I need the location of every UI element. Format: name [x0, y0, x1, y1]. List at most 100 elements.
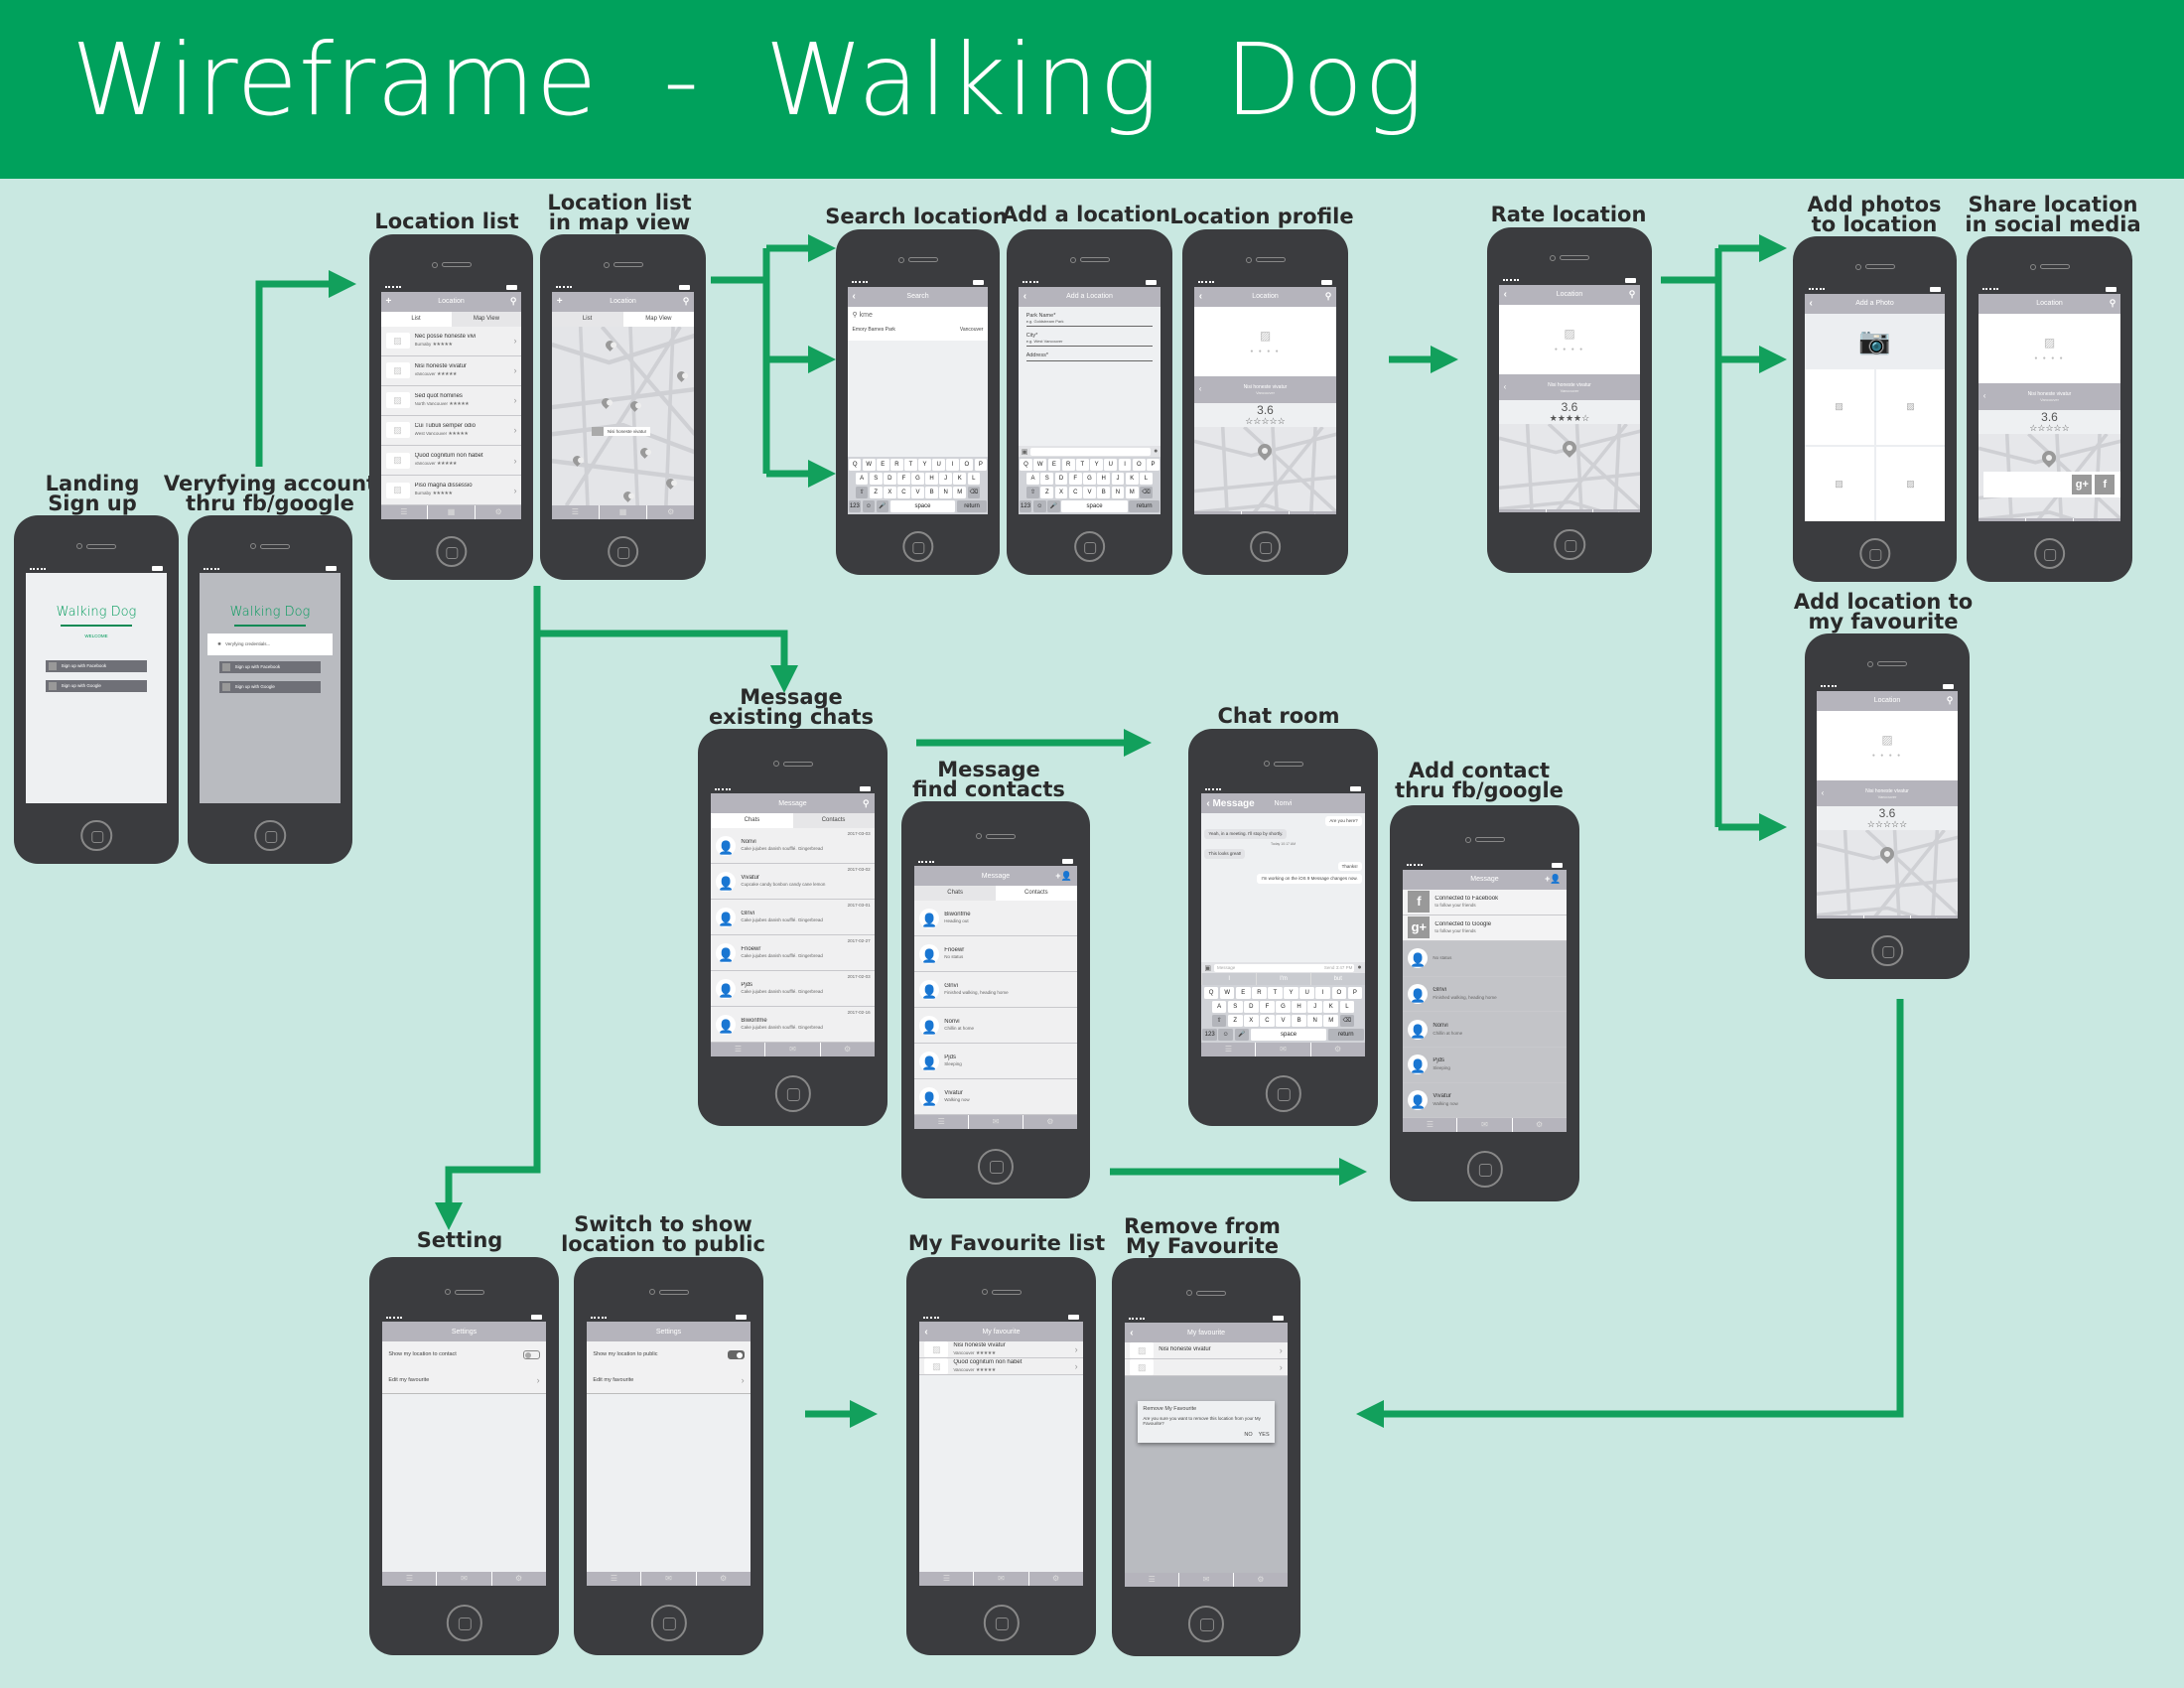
key[interactable]: I: [946, 459, 959, 472]
key[interactable]: W: [1219, 987, 1235, 999]
key-space[interactable]: space: [1061, 500, 1128, 513]
camera-icon[interactable]: 📷: [1804, 313, 1946, 370]
list-item[interactable]: 👤No status: [1403, 940, 1567, 977]
key[interactable]: B: [1097, 487, 1111, 499]
key[interactable]: J: [939, 473, 952, 486]
dialog-yes-button[interactable]: YES: [1258, 1432, 1270, 1439]
key[interactable]: Q: [1203, 987, 1219, 999]
home-button[interactable]: [80, 819, 112, 852]
star-icon[interactable]: ☆: [1581, 413, 1590, 424]
photo-carousel[interactable]: ▨● ● ● ●: [1193, 306, 1337, 376]
tab-list[interactable]: List: [411, 315, 421, 322]
menu-icon[interactable]: ☰: [610, 1573, 617, 1583]
key[interactable]: N: [1111, 487, 1125, 499]
tab-contacts[interactable]: Contacts: [792, 813, 875, 828]
key[interactable]: W: [862, 459, 876, 472]
suggestion[interactable]: I'm: [1256, 973, 1310, 985]
key-dictation[interactable]: 🎤: [1047, 500, 1060, 513]
form-field[interactable]: Park Name*e.g. Goldstream Park: [1025, 313, 1154, 327]
home-button[interactable]: [1554, 528, 1585, 561]
key[interactable]: Y: [1090, 459, 1103, 472]
key-dictation[interactable]: 🎤: [876, 500, 889, 513]
key[interactable]: M: [1125, 487, 1139, 499]
key[interactable]: E: [1235, 987, 1251, 999]
home-button[interactable]: [983, 1605, 1020, 1641]
star-rating-input[interactable]: ★★★★☆: [1499, 413, 1641, 424]
photo-icon[interactable]: ▣: [1817, 915, 1863, 919]
key[interactable]: V: [1276, 1015, 1291, 1027]
star-icon[interactable]: ★: [1565, 413, 1574, 424]
star-icon[interactable]: ☆: [1882, 819, 1892, 830]
google-signup-button[interactable]: Sign up with Google: [45, 679, 148, 692]
suggestion[interactable]: I: [1201, 973, 1256, 985]
key[interactable]: H: [1292, 1001, 1306, 1013]
settings-icon[interactable]: ⚙: [646, 505, 694, 520]
key[interactable]: V: [911, 487, 924, 499]
key[interactable]: ⌫: [967, 487, 981, 499]
home-button[interactable]: [607, 535, 639, 568]
tab-chats[interactable]: Chats: [744, 817, 760, 823]
nav-right-button[interactable]: ⚲: [509, 296, 517, 307]
message-icon[interactable]: ✉: [1255, 1043, 1309, 1056]
nav-right-button[interactable]: +👤: [1545, 874, 1562, 885]
star-rating-input[interactable]: ☆☆☆☆☆: [1194, 416, 1337, 427]
key[interactable]: R: [1061, 459, 1075, 472]
key[interactable]: P: [1147, 459, 1160, 472]
key-space[interactable]: space: [889, 500, 956, 513]
location-map[interactable]: [1193, 426, 1337, 512]
nav-left-button[interactable]: ‹: [1809, 298, 1813, 310]
tab-map-view[interactable]: Map View: [451, 311, 522, 327]
settings-icon[interactable]: ⚙: [1232, 1572, 1288, 1587]
key[interactable]: A: [1026, 473, 1039, 486]
home-button[interactable]: [446, 1605, 482, 1641]
key[interactable]: F: [1260, 1001, 1275, 1013]
key[interactable]: Y: [918, 459, 931, 472]
key[interactable]: L: [1140, 473, 1153, 486]
nav-left-button[interactable]: +: [385, 296, 392, 308]
home-button[interactable]: [901, 531, 934, 563]
add-image-icon[interactable]: ▨: [1804, 369, 1874, 445]
settings-icon[interactable]: ⚙: [695, 1571, 751, 1586]
key-numbers[interactable]: 123: [1202, 1029, 1217, 1041]
key[interactable]: G: [1276, 1001, 1291, 1013]
home-button[interactable]: [1187, 1606, 1225, 1642]
list-item[interactable]: ▨ ›: [1125, 1359, 1288, 1377]
key[interactable]: F: [897, 473, 910, 486]
key[interactable]: A: [1211, 1001, 1227, 1013]
star-icon[interactable]: ★: [1549, 413, 1558, 424]
key[interactable]: H: [925, 473, 938, 486]
key[interactable]: ⌫: [1339, 1015, 1355, 1027]
add-image-icon[interactable]: ▨: [1875, 446, 1946, 522]
settings-icon[interactable]: ⚙: [1511, 1118, 1567, 1133]
home-button[interactable]: [435, 536, 468, 568]
photo-icon[interactable]: ▣: [1979, 518, 2025, 521]
key[interactable]: X: [884, 487, 896, 499]
key[interactable]: F: [1068, 473, 1082, 486]
settings-icon[interactable]: ⚙: [1027, 1571, 1083, 1586]
key[interactable]: L: [967, 473, 981, 486]
menu-icon[interactable]: ☰: [400, 507, 408, 517]
share-icon[interactable]: ⤴: [1592, 508, 1640, 513]
back-icon[interactable]: ‹: [1503, 381, 1507, 391]
star-icon[interactable]: ☆: [1866, 819, 1875, 830]
key[interactable]: I: [1118, 459, 1132, 472]
settings-row[interactable]: Show my location to public: [587, 1341, 750, 1367]
key[interactable]: ⌫: [1140, 487, 1153, 499]
photo-carousel[interactable]: ▨● ● ● ●: [1498, 304, 1641, 374]
home-button[interactable]: [1265, 1075, 1301, 1112]
key-space[interactable]: space: [1250, 1029, 1327, 1041]
list-item[interactable]: ▨Nisi honeste vivatur ›: [1125, 1342, 1288, 1360]
form-field[interactable]: City*e.g. West Vancouver: [1025, 333, 1154, 347]
key[interactable]: ⇧: [1026, 487, 1039, 499]
photo-icon[interactable]: ▣: [1194, 511, 1241, 514]
message-icon[interactable]: ✉: [436, 1571, 490, 1586]
